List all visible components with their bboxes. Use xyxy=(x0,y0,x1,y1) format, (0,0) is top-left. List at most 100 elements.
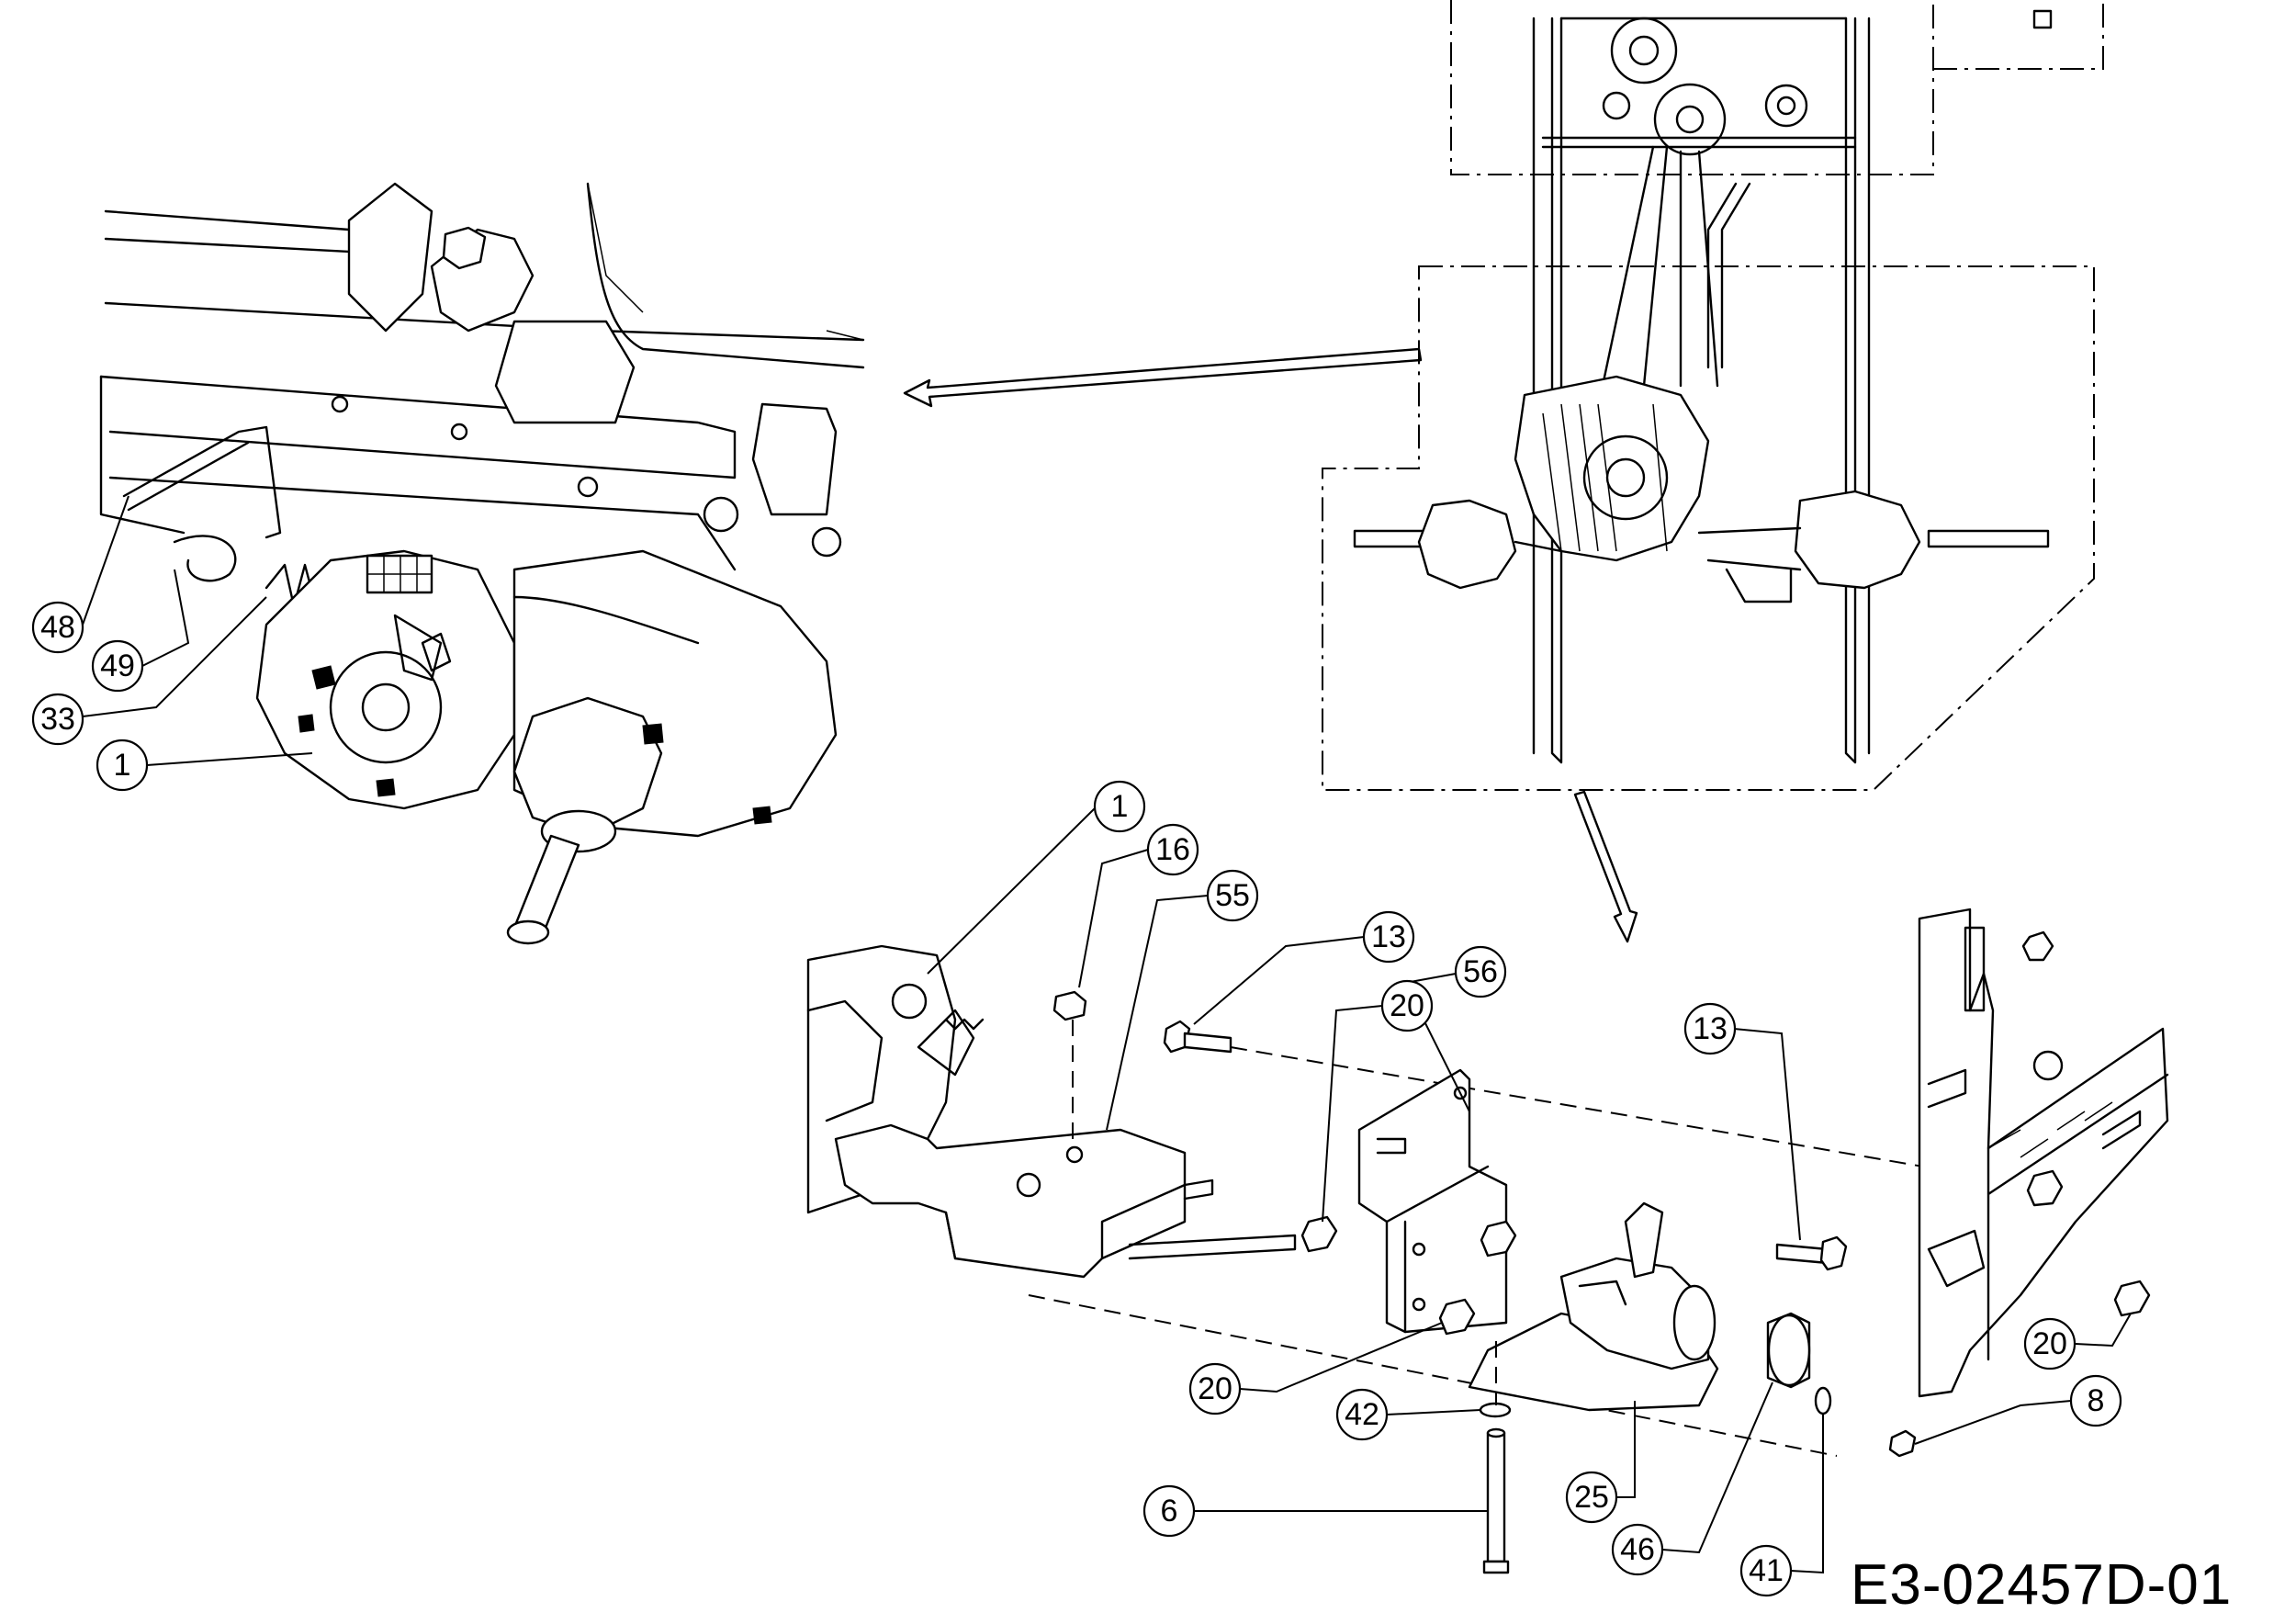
frame-plate-hex-hole xyxy=(2021,930,2054,962)
axle-tube xyxy=(1514,526,1802,571)
diagram-code: E3-02457D-01 xyxy=(1851,1553,2233,1617)
bolt-13-right-shank xyxy=(1775,1243,1829,1265)
bolt-head-d xyxy=(752,806,772,825)
leader-25 xyxy=(1616,1401,1636,1498)
leader-8 xyxy=(1914,1400,2072,1445)
bolt-head-e xyxy=(642,723,664,745)
leader-13a xyxy=(1193,936,1365,1025)
transmission-fragment-detail xyxy=(806,999,884,1122)
callout-20-upper: 20 xyxy=(1380,979,1434,1032)
callout-8: 8 xyxy=(2069,1374,2122,1427)
support-bar-hole xyxy=(1065,1145,1084,1164)
transmission-housing xyxy=(255,549,516,810)
spring-mount xyxy=(421,632,452,672)
callout-13-left-label: 13 xyxy=(1371,919,1406,954)
drive-belt xyxy=(1601,145,1719,388)
control-rod-48 xyxy=(122,425,282,539)
axle-right-stub xyxy=(1927,529,2050,548)
transaxle-seam xyxy=(512,595,700,645)
callout-25-label: 25 xyxy=(1574,1480,1609,1515)
leader-55 xyxy=(1106,895,1209,1131)
callout-48-label: 48 xyxy=(40,610,75,645)
washer-42 xyxy=(1479,1402,1512,1418)
bolt-head-b xyxy=(298,714,315,733)
mounting-bracket-56 xyxy=(1357,1068,1508,1334)
support-tube xyxy=(1128,1234,1297,1260)
rod-hook-49 xyxy=(173,535,237,582)
overview-transmission-box xyxy=(1322,265,2095,791)
overview-top-right-box xyxy=(1933,0,2104,70)
frame-plate-cutout xyxy=(1927,1229,1986,1288)
frame-edge xyxy=(99,375,186,535)
callout-1-bottom-label: 1 xyxy=(1111,789,1129,824)
callout-20-right-label: 20 xyxy=(2032,1326,2067,1361)
callout-25: 25 xyxy=(1565,1471,1618,1524)
fuel-line xyxy=(586,182,865,369)
rear-bracket xyxy=(751,402,838,516)
nut-20-left xyxy=(1300,1215,1338,1253)
bracket-56-stud xyxy=(1376,1137,1407,1155)
pulley-upper-hub xyxy=(1628,35,1660,66)
vent-grid-lines xyxy=(367,556,432,592)
leader-13b xyxy=(1733,1028,1801,1241)
control-arm xyxy=(393,614,443,682)
pivot-bracket-25-ear xyxy=(1624,1201,1664,1279)
overview-transmission-detail xyxy=(1542,403,1668,552)
left-axle-housing xyxy=(1417,499,1517,590)
pulley-idler xyxy=(1602,91,1631,120)
bracket-56-hole-mid xyxy=(1412,1242,1426,1257)
frame-hole-small xyxy=(577,476,599,498)
rear-bolt xyxy=(811,526,842,558)
nut-20-right xyxy=(2113,1280,2151,1317)
bolt-13-right-head xyxy=(1819,1235,1848,1271)
output-housing xyxy=(512,696,663,838)
callout-8-label: 8 xyxy=(2088,1383,2105,1418)
bracket-56-hole-low xyxy=(1412,1297,1426,1312)
callout-20-right: 20 xyxy=(2023,1317,2077,1370)
callout-13-right-label: 13 xyxy=(1693,1011,1728,1046)
frame-plate-nut xyxy=(2026,1169,2064,1207)
nut-16 xyxy=(1052,990,1087,1021)
callout-13-right: 13 xyxy=(1683,1002,1737,1055)
transmission-detail-view xyxy=(99,182,865,945)
fragment-spring xyxy=(944,1018,985,1031)
pin-6 xyxy=(1486,1431,1506,1563)
frame-detail-lines xyxy=(587,183,864,341)
cross-member xyxy=(1541,136,1857,149)
overview-top-detail-box xyxy=(1450,0,1934,175)
frame-side-plate xyxy=(99,375,737,479)
callout-49: 49 xyxy=(91,639,144,693)
overview-bracket xyxy=(1725,568,1793,603)
leader-20a xyxy=(1322,1005,1383,1223)
callout-55: 55 xyxy=(1206,869,1259,922)
frame-side-plate-right xyxy=(1918,908,2169,1398)
callout-16: 16 xyxy=(1146,823,1199,876)
hex-nut-top xyxy=(442,226,487,270)
frame-plate-tab xyxy=(1927,1068,1967,1109)
right-frame-rail xyxy=(1844,17,1857,764)
pivot-bore xyxy=(1672,1284,1716,1361)
shift-rod xyxy=(1706,182,1751,369)
pulley-main xyxy=(1653,83,1727,156)
detail-arrow-left xyxy=(903,347,1423,408)
leader-48 xyxy=(82,495,129,626)
washer-41 xyxy=(1814,1386,1832,1415)
fragment-boss xyxy=(891,983,928,1020)
chassis-overview xyxy=(903,0,2104,943)
frame-lower-edge xyxy=(108,476,737,571)
frame-hole-left xyxy=(331,395,349,413)
bolt-13-shank xyxy=(1183,1032,1232,1054)
callout-20-lower-label: 20 xyxy=(1198,1371,1232,1406)
top-nut xyxy=(2032,9,2053,29)
callout-46: 46 xyxy=(1611,1523,1664,1576)
callout-42: 42 xyxy=(1335,1388,1389,1441)
leader-1a xyxy=(146,752,313,766)
lower-assembly-axis xyxy=(1028,1294,1838,1457)
support-bar-edges xyxy=(944,1183,1187,1260)
frame-hole xyxy=(703,496,739,533)
bolt-13-axis xyxy=(1230,1046,2031,1186)
leader-1b xyxy=(927,807,1096,975)
callout-33-label: 33 xyxy=(40,702,75,737)
pin-6-head xyxy=(1482,1560,1510,1574)
